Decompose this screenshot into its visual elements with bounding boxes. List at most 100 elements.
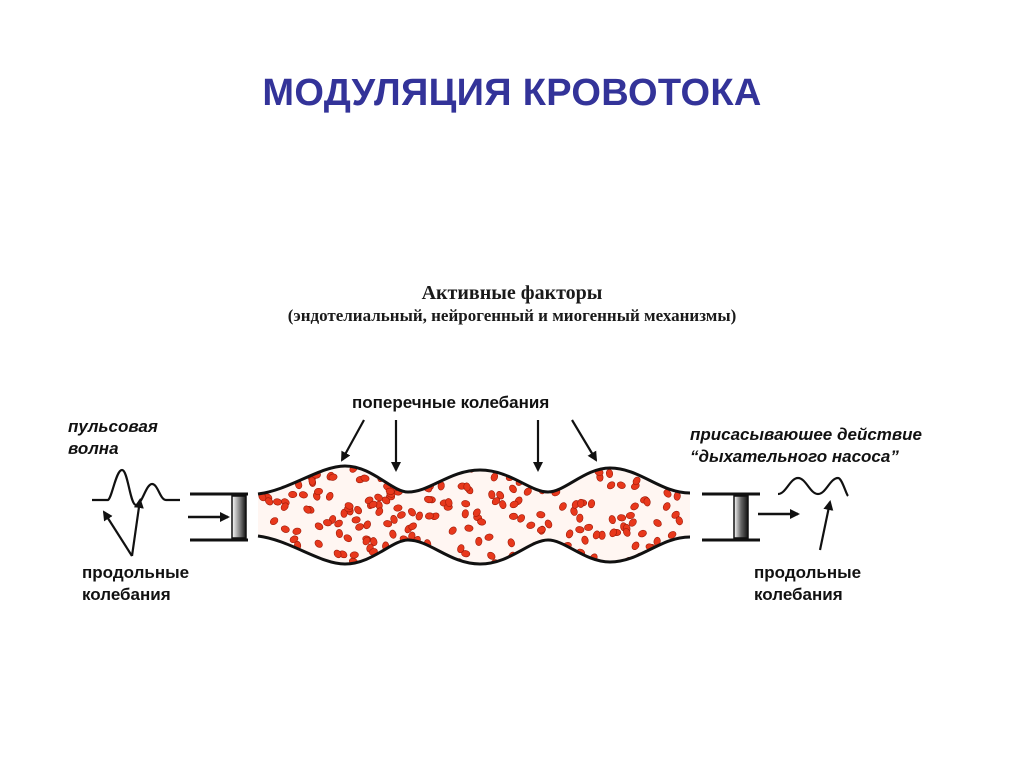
red-blood-cell xyxy=(303,505,312,514)
red-blood-cell xyxy=(362,536,371,546)
slide-title: МОДУЛЯЦИЯ КРОВОТОКА xyxy=(262,72,762,114)
red-blood-cell xyxy=(616,481,626,489)
respiratory-waveform-icon xyxy=(777,476,849,497)
red-blood-cell xyxy=(537,556,547,564)
red-blood-cell xyxy=(565,529,574,539)
red-blood-cell xyxy=(499,500,507,510)
red-blood-cell xyxy=(266,475,276,483)
red-blood-cell xyxy=(477,518,487,526)
right-piston xyxy=(702,492,760,542)
red-blood-cell xyxy=(630,502,639,511)
red-blood-cell xyxy=(333,549,342,559)
respiratory-pump-label: присасываюшее действие “дыхательного нас… xyxy=(690,424,922,468)
red-blood-cell xyxy=(397,547,406,556)
red-blood-cell xyxy=(408,508,416,517)
pulse-wave-label: пульсовая волна xyxy=(68,416,158,460)
red-blood-cell xyxy=(354,505,363,515)
red-blood-cell xyxy=(265,470,273,480)
longitudinal-left-line1: продольные xyxy=(82,563,190,582)
red-blood-cell xyxy=(540,542,549,552)
red-blood-cell xyxy=(517,514,525,523)
red-blood-cell xyxy=(662,502,671,511)
transverse-arrow-1 xyxy=(341,419,365,462)
red-blood-cell xyxy=(667,531,677,539)
red-blood-cell xyxy=(663,489,672,498)
red-blood-cell xyxy=(461,550,471,558)
red-blood-cell xyxy=(375,507,384,516)
red-blood-cell xyxy=(390,515,398,524)
red-blood-cell xyxy=(536,511,546,519)
red-blood-cell xyxy=(628,518,637,527)
red-blood-cell xyxy=(408,522,417,531)
red-blood-cell xyxy=(461,509,469,519)
red-blood-cell xyxy=(496,491,505,500)
red-blood-cell xyxy=(308,476,316,486)
red-blood-cell xyxy=(349,551,359,559)
red-blood-cell xyxy=(487,551,496,560)
red-blood-cell xyxy=(314,522,324,531)
red-blood-cell xyxy=(269,544,279,552)
red-blood-cell xyxy=(343,534,352,543)
pulse-wave-label-line1: пульсовая xyxy=(68,417,158,436)
red-blood-cell xyxy=(576,513,584,523)
red-blood-cell xyxy=(509,512,518,520)
active-factors-subtitle: (эндотелиальный, нейрогенный и миогенный… xyxy=(287,306,737,325)
red-blood-cell xyxy=(509,500,519,509)
red-blood-cell xyxy=(638,529,647,538)
longitudinal-oscillations-left-label: продольные колебания xyxy=(82,562,189,606)
longitudinal-arrow-left-2 xyxy=(130,498,144,557)
red-blood-cell xyxy=(457,544,465,554)
red-blood-cell xyxy=(351,516,361,524)
red-blood-cell xyxy=(425,551,435,559)
longitudinal-arrow-right xyxy=(818,500,834,551)
red-blood-cell xyxy=(280,502,289,511)
red-blood-cell xyxy=(617,514,627,522)
red-blood-cell xyxy=(314,539,323,548)
red-blood-cell xyxy=(323,519,332,527)
longitudinal-oscillations-right-label: продольные колебания xyxy=(754,562,861,606)
red-blood-cell xyxy=(484,533,494,541)
longitudinal-arrow-left-1 xyxy=(102,510,133,557)
red-blood-cell xyxy=(488,490,496,500)
red-blood-cell xyxy=(584,523,594,531)
red-blood-cell xyxy=(625,511,635,520)
red-blood-cell xyxy=(536,526,546,534)
red-blood-cell xyxy=(335,529,343,538)
red-blood-cell xyxy=(385,487,395,495)
red-blood-cell xyxy=(548,475,558,483)
red-blood-cell xyxy=(643,497,651,507)
red-blood-cell xyxy=(314,487,323,496)
red-blood-cell xyxy=(526,521,536,529)
red-blood-cell xyxy=(265,477,274,486)
red-blood-cell xyxy=(265,497,274,506)
red-blood-cell xyxy=(463,482,471,492)
red-blood-cell xyxy=(415,511,423,521)
red-blood-cell xyxy=(381,496,391,505)
red-blood-cell xyxy=(575,526,585,534)
red-blood-cell xyxy=(325,491,334,501)
red-blood-cell xyxy=(363,520,371,530)
red-blood-cell xyxy=(461,500,471,508)
left-piston xyxy=(190,492,248,542)
red-blood-cell xyxy=(328,473,338,481)
red-blood-cell xyxy=(445,498,453,508)
red-blood-cell xyxy=(383,520,393,528)
red-blood-cell xyxy=(308,559,318,564)
red-blood-cell xyxy=(370,537,378,547)
red-blood-cell xyxy=(288,490,298,499)
red-blood-cell xyxy=(402,558,412,564)
red-blood-cell xyxy=(507,538,515,548)
red-blood-cell xyxy=(606,481,616,490)
longitudinal-right-line1: продольные xyxy=(754,563,862,582)
pulse-waveform-icon xyxy=(92,468,180,507)
red-blood-cell xyxy=(280,525,290,533)
red-blood-cell xyxy=(393,504,403,512)
red-blood-cell xyxy=(415,469,423,479)
red-blood-cell xyxy=(587,499,596,509)
red-blood-cell xyxy=(360,474,370,482)
red-blood-cell xyxy=(344,502,354,510)
red-blood-cell xyxy=(536,557,546,564)
vessel-wall-bottom xyxy=(257,534,691,566)
red-blood-cell xyxy=(623,528,631,537)
